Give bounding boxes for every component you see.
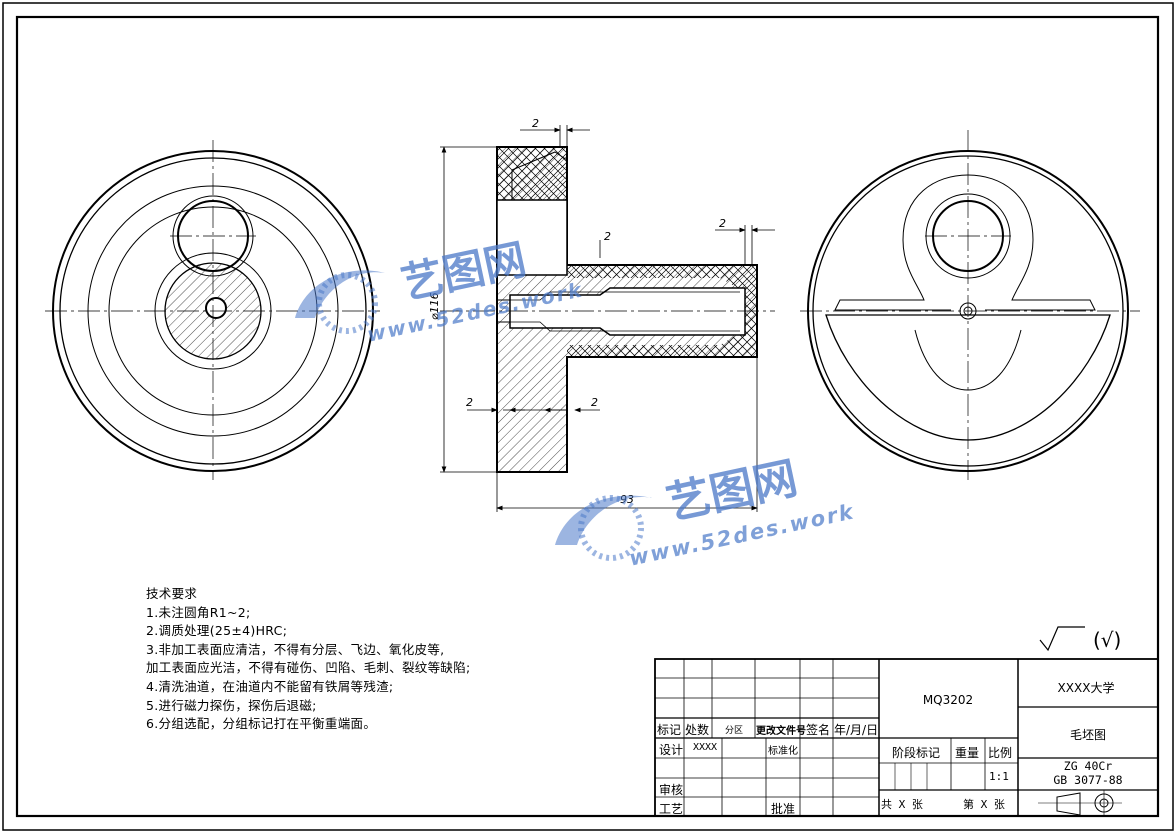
inner-border: [15, 15, 1160, 818]
tech-item: 2.调质处理(25±4)HRC;: [146, 623, 288, 639]
row-process: 工艺: [659, 802, 684, 816]
dim-length: 93: [620, 493, 634, 506]
roughness-symbol: [1039, 626, 1085, 652]
header-change-doc: 更改文件号: [756, 726, 806, 737]
designer-name: XXXX: [693, 742, 718, 753]
roughness-bracket: (√): [1093, 628, 1122, 652]
row-approve: 批准: [771, 802, 796, 816]
dim-diameter: ⌀116: [428, 292, 441, 320]
header-date: 年/月/日: [834, 723, 879, 737]
header-weight: 重量: [955, 746, 980, 760]
drawing-name: 毛坯图: [1069, 728, 1107, 742]
dim-lower-right-gap: 2: [591, 396, 598, 409]
dim-shaft-gap: 2: [604, 230, 611, 243]
title-block: [654, 658, 1159, 817]
dimension-lines: [440, 125, 775, 512]
header-count: 处数: [685, 723, 710, 737]
school-name: XXXX大学: [1057, 681, 1115, 695]
dim-right-gap: 2: [719, 217, 726, 230]
row-standardize: 标准化: [768, 746, 798, 757]
sheet-number: 第 X 张: [963, 798, 1005, 811]
row-design: 设计: [659, 743, 684, 757]
section-view: [440, 146, 775, 473]
tech-requirements: 技术要求 1.未注圆角R1~2; 2.调质处理(25±4)HRC; 3.非加工表…: [146, 585, 471, 734]
scale-value: 1:1: [989, 770, 1009, 783]
left-view: [45, 140, 380, 480]
tech-item: 3.非加工表面应清洁，不得有分层、飞边、氧化皮等,: [146, 641, 445, 657]
drawing-number: MQ3202: [922, 693, 974, 707]
header-stage-mark: 阶段标记: [892, 746, 941, 760]
tech-requirements-title: 技术要求: [146, 586, 198, 601]
header-signature: 签名: [806, 723, 831, 737]
material: ZG 40Cr: [1063, 759, 1113, 773]
tech-item: 6.分组选配，分组标记打在平衡重端面。: [146, 716, 377, 732]
tech-item: 1.未注圆角R1~2;: [146, 604, 251, 620]
tech-item: 4.清洗油道，在油道内不能留有铁屑等残渣;: [146, 678, 394, 694]
standard: GB 3077-88: [1053, 773, 1123, 787]
right-view: [800, 130, 1140, 480]
header-ratio: 比例: [988, 746, 1013, 760]
tech-item: 5.进行磁力探伤，探伤后退磁;: [146, 697, 317, 713]
sheets-total: 共 X 张: [881, 798, 923, 811]
row-review: 审核: [659, 783, 684, 797]
header-zone: 分区: [725, 726, 744, 736]
dim-top-gap: 2: [532, 117, 539, 130]
header-mark: 标记: [657, 723, 682, 737]
dim-lower-left-gap: 2: [466, 396, 473, 409]
tech-item: 加工表面应光洁，不得有碰伤、凹陷、毛刺、裂纹等缺陷;: [146, 660, 471, 676]
